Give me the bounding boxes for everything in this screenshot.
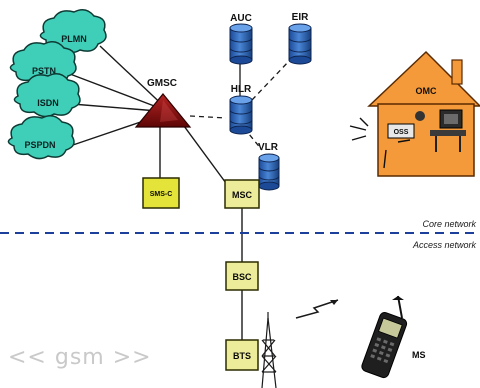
antenna-tower-icon — [261, 312, 277, 388]
gmsc-label: GMSC — [147, 78, 177, 89]
eir-label: EIR — [292, 12, 309, 23]
access-network-label: Access network — [412, 240, 477, 250]
omc-house-icon: OMC OSS — [349, 50, 480, 177]
auc-label: AUC — [230, 13, 252, 24]
plmn-label: PLMN — [61, 34, 87, 44]
cloud-isdn: ISDN — [13, 73, 81, 118]
signal-sparkle-icon — [349, 117, 411, 169]
pspdn-label: PSPDN — [24, 140, 55, 150]
hlr-label: HLR — [231, 84, 252, 95]
core-network-label: Core network — [422, 219, 476, 229]
oss-label: OSS — [394, 129, 409, 136]
isdn-label: ISDN — [37, 98, 59, 108]
bts-label: BTS — [233, 351, 251, 361]
vlr-database-icon: VLR — [258, 142, 280, 191]
vlr-label: VLR — [258, 142, 279, 153]
gsm-watermark: << gsm >> — [8, 345, 152, 370]
gmsc-node: GMSC — [134, 78, 192, 128]
msc-label: MSC — [232, 190, 253, 200]
pstn-label: PSTN — [32, 66, 56, 76]
link-hlr-eir — [251, 59, 291, 101]
auc-database-icon: AUC — [229, 13, 253, 65]
cloud-pspdn: PSPDN — [7, 115, 75, 160]
eir-database-icon: EIR — [288, 12, 312, 65]
mobile-phone-icon: MS — [361, 295, 426, 379]
link-gmsc-hlr — [189, 115, 227, 119]
ms-label: MS — [412, 350, 426, 360]
smsc-label: SMS-C — [150, 191, 173, 198]
msc-box: MSC — [224, 179, 260, 209]
hlr-database-icon: HLR — [229, 84, 253, 135]
radio-link-icon — [295, 299, 339, 319]
smsc-box: SMS-C — [142, 177, 180, 209]
bts-box: BTS — [225, 339, 259, 371]
omc-label: OMC — [416, 86, 437, 96]
bsc-box: BSC — [225, 261, 259, 291]
bsc-label: BSC — [232, 272, 252, 282]
